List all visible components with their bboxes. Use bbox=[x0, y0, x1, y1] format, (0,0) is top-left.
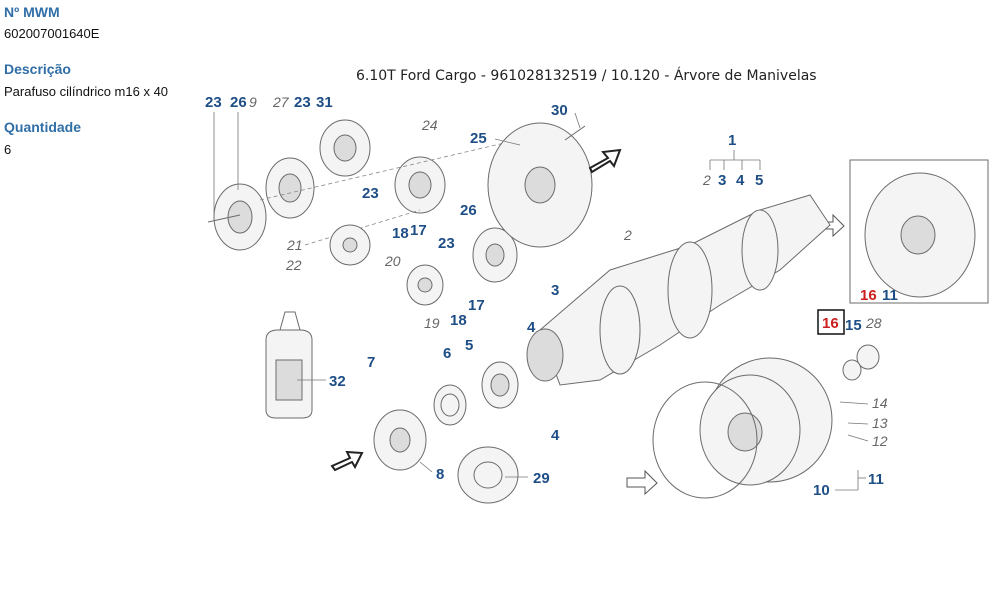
flywheel-10 bbox=[652, 357, 833, 499]
group-bracket-1 bbox=[709, 150, 761, 170]
callout-22[interactable]: 22 bbox=[285, 257, 302, 273]
callout-29[interactable]: 29 bbox=[533, 470, 550, 487]
callout-23[interactable]: 23 bbox=[438, 235, 455, 252]
leader-14 bbox=[839, 401, 869, 405]
leader-25 bbox=[494, 138, 521, 146]
part-number-label: Nº MWM bbox=[4, 4, 60, 20]
hub-22 bbox=[329, 224, 371, 266]
hub-19 bbox=[406, 264, 444, 306]
pulley-23-center bbox=[394, 156, 446, 214]
assembly-axis-mid bbox=[304, 209, 421, 246]
callout-9[interactable]: 9 bbox=[249, 94, 257, 110]
callout-17[interactable]: 17 bbox=[410, 222, 427, 239]
callout-7[interactable]: 7 bbox=[367, 354, 375, 371]
callout-2[interactable]: 2 bbox=[623, 227, 632, 243]
carrier-8 bbox=[373, 409, 427, 471]
sealant-bottle-32 bbox=[265, 311, 313, 419]
assembly-axis-top bbox=[259, 129, 561, 201]
callout-17[interactable]: 17 bbox=[468, 297, 485, 314]
pulley-31-top bbox=[319, 119, 371, 177]
callout-1[interactable]: 1 bbox=[728, 132, 736, 149]
callout-19[interactable]: 19 bbox=[424, 315, 440, 331]
callout-26[interactable]: 26 bbox=[230, 94, 247, 111]
selected-callout-box bbox=[817, 309, 845, 335]
crankshaft-2 bbox=[526, 194, 831, 386]
callout-11[interactable]: 11 bbox=[882, 287, 898, 304]
leader-30 bbox=[574, 112, 581, 129]
callout-4[interactable]: 4 bbox=[527, 319, 536, 336]
callout-13[interactable]: 13 bbox=[872, 415, 888, 431]
bearing-28 bbox=[842, 344, 880, 381]
gear-5 bbox=[481, 361, 519, 409]
bolt-30 bbox=[564, 125, 586, 141]
pulley-26-small bbox=[472, 227, 518, 283]
callout-8[interactable]: 8 bbox=[436, 466, 444, 483]
part-number-value: 602007001640E bbox=[4, 26, 100, 41]
callout-14[interactable]: 14 bbox=[872, 395, 888, 411]
callout-16-inset[interactable]: 16 bbox=[860, 287, 877, 304]
callout-28[interactable]: 28 bbox=[865, 315, 882, 331]
callout-20[interactable]: 20 bbox=[384, 253, 401, 269]
inset-box bbox=[849, 159, 989, 304]
pulley-26-left bbox=[265, 157, 315, 219]
callout-11[interactable]: 11 bbox=[868, 471, 884, 488]
callout-2[interactable]: 2 bbox=[702, 172, 711, 188]
callout-5[interactable]: 5 bbox=[465, 337, 473, 354]
callout-16-selected[interactable]: 16 bbox=[822, 315, 839, 332]
callout-5[interactable]: 5 bbox=[755, 172, 763, 189]
callout-31[interactable]: 31 bbox=[316, 94, 333, 111]
damper-disc-25 bbox=[487, 122, 593, 248]
leader-8 bbox=[419, 461, 433, 473]
callout-15[interactable]: 15 bbox=[845, 317, 862, 334]
callout-30[interactable]: 30 bbox=[551, 102, 568, 119]
pulley-23-left bbox=[207, 183, 267, 251]
callout-18[interactable]: 18 bbox=[450, 312, 467, 329]
callout-3[interactable]: 3 bbox=[718, 172, 726, 189]
callout-18[interactable]: 18 bbox=[392, 225, 409, 242]
callout-3[interactable]: 3 bbox=[551, 282, 559, 299]
callout-25[interactable]: 25 bbox=[470, 130, 487, 147]
callout-21[interactable]: 21 bbox=[286, 237, 303, 253]
ring-6 bbox=[433, 384, 467, 426]
quantity-value: 6 bbox=[4, 142, 12, 157]
group-bracket-11 bbox=[835, 470, 866, 491]
leader-13 bbox=[847, 422, 869, 425]
direction-arrow-bottom bbox=[626, 469, 658, 496]
callout-4[interactable]: 4 bbox=[551, 427, 560, 444]
callout-24[interactable]: 24 bbox=[421, 117, 438, 133]
diagram-title: 6.10T Ford Cargo - 961028132519 / 10.120… bbox=[356, 67, 817, 84]
inset-flywheel-11 bbox=[864, 172, 976, 298]
leader-12 bbox=[847, 434, 869, 442]
callout-23[interactable]: 23 bbox=[362, 185, 379, 202]
callout-4[interactable]: 4 bbox=[736, 172, 745, 189]
direction-arrow-bottom-left bbox=[330, 450, 364, 472]
callout-27[interactable]: 27 bbox=[272, 94, 290, 110]
direction-arrow-top bbox=[588, 148, 622, 174]
description-value: Parafuso cilíndrico m16 x 40 bbox=[4, 84, 169, 99]
description-label: Descrição bbox=[4, 61, 71, 77]
callout-6[interactable]: 6 bbox=[443, 345, 451, 362]
washer-29 bbox=[457, 446, 519, 504]
callout-10[interactable]: 10 bbox=[813, 482, 830, 499]
callout-26[interactable]: 26 bbox=[460, 202, 477, 219]
callout-12[interactable]: 12 bbox=[872, 433, 888, 449]
callout-23[interactable]: 23 bbox=[205, 94, 222, 111]
quantity-label: Quantidade bbox=[4, 119, 82, 135]
callout-32[interactable]: 32 bbox=[329, 373, 346, 390]
callout-23[interactable]: 23 bbox=[294, 94, 311, 111]
